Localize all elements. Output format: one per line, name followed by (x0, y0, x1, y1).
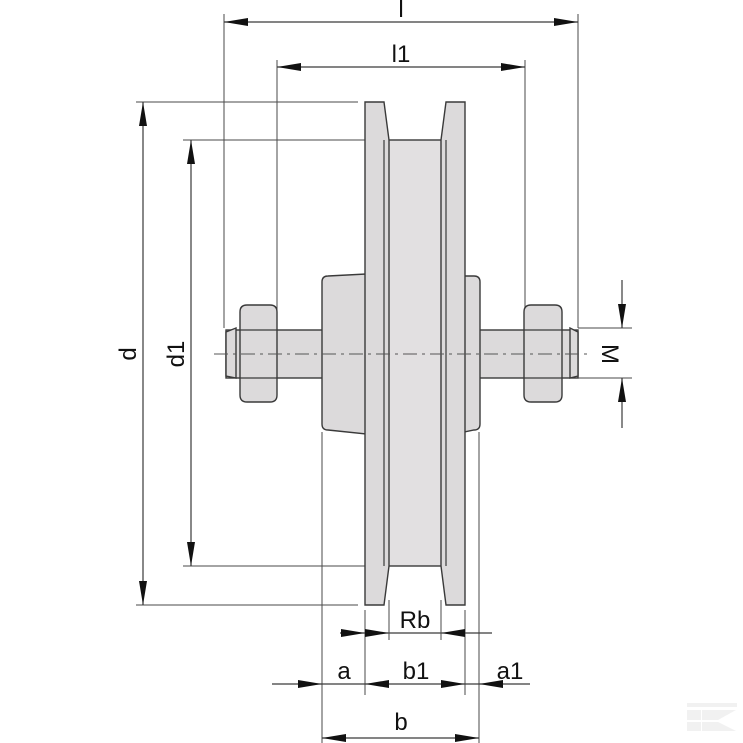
label-M: M (596, 344, 623, 364)
dim-d: d (115, 102, 147, 605)
dim-b: b (322, 709, 479, 742)
wheel (364, 101, 466, 606)
dim-M: M (596, 280, 626, 428)
dim-Rb: Rb (340, 600, 492, 640)
label-l1: l1 (392, 41, 411, 68)
label-a1: a1 (497, 658, 524, 685)
label-a: a (337, 658, 351, 685)
label-Rb: Rb (400, 607, 431, 634)
label-b: b (394, 709, 407, 736)
label-l: l (398, 0, 403, 23)
extension-lines (136, 14, 632, 743)
k-logo-watermark (687, 703, 737, 731)
left-nut (239, 304, 278, 403)
dim-d1: d1 (163, 140, 195, 566)
hub-right (463, 275, 481, 433)
label-d: d (115, 347, 142, 360)
label-d1: d1 (163, 341, 190, 368)
label-b1: b1 (403, 658, 430, 685)
dim-l: l (224, 0, 578, 26)
dim-l1: l1 (277, 41, 525, 71)
dim-a-b1-a1: a b1 a1 (272, 658, 530, 688)
